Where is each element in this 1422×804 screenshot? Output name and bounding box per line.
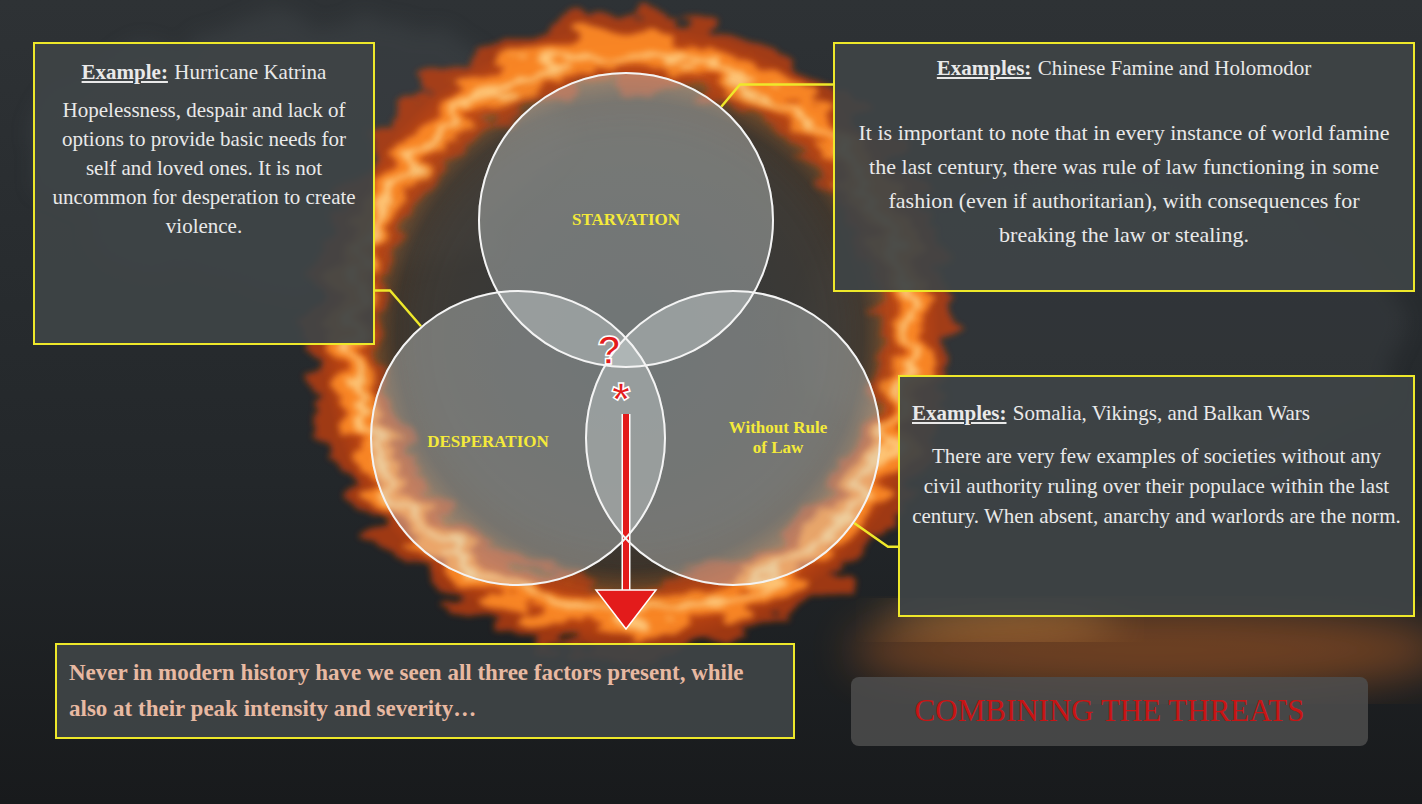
conclusion-box: Never in modern history have we seen all… (55, 643, 795, 739)
callout-heading: Examples:Somalia, Vikings, and Balkan Wa… (912, 399, 1401, 427)
circle-line (371, 291, 665, 585)
heading-subject: Somalia, Vikings, and Balkan Wars (1013, 401, 1310, 425)
question-mark: ? (597, 330, 621, 370)
circle-outline (585, 290, 881, 586)
circle-label: STARVATION (526, 210, 726, 230)
red-arrow (596, 414, 656, 629)
title-box: COMBINING THE THREATS (851, 677, 1368, 746)
circle-label: Without Rule of Law (722, 418, 834, 458)
callout-text: Never in modern history have we seen all… (69, 655, 781, 727)
circle-label: DESPERATION (398, 432, 578, 452)
asterisk-mark: * (612, 376, 630, 422)
venn-circle: STARVATION (478, 72, 774, 368)
heading-lead: Examples: (937, 56, 1032, 80)
callout-text: There are very few examples of societies… (912, 441, 1401, 531)
callout-box: Examples:Somalia, Vikings, and Balkan Wa… (898, 375, 1415, 617)
callout-text: Hopelessness, despair and lack of option… (47, 96, 361, 241)
venn-circle: Without Rule of Law (585, 290, 881, 586)
circle-line (479, 73, 773, 367)
heading-lead: Example: (82, 60, 168, 84)
callout-box: Example:Hurricane KatrinaHopelessness, d… (33, 42, 375, 345)
leader-line (721, 85, 833, 107)
callout-heading: Example:Hurricane Katrina (47, 58, 361, 86)
leader-line (375, 290, 421, 326)
heading-subject: Hurricane Katrina (174, 60, 326, 84)
callout-text: COMBINING THE THREATS (861, 691, 1358, 731)
heading-subject: Chinese Famine and Holomodor (1038, 56, 1312, 80)
callout-box: Examples:Chinese Famine and Holomodor It … (833, 42, 1415, 292)
callout-heading: Examples:Chinese Famine and Holomodor (849, 54, 1399, 82)
callout-text: It is important to note that in every in… (849, 116, 1399, 252)
circle-line (586, 291, 880, 585)
leader-line (854, 523, 898, 547)
heading-lead: Examples: (912, 401, 1007, 425)
venn-circle: DESPERATION (370, 290, 666, 586)
